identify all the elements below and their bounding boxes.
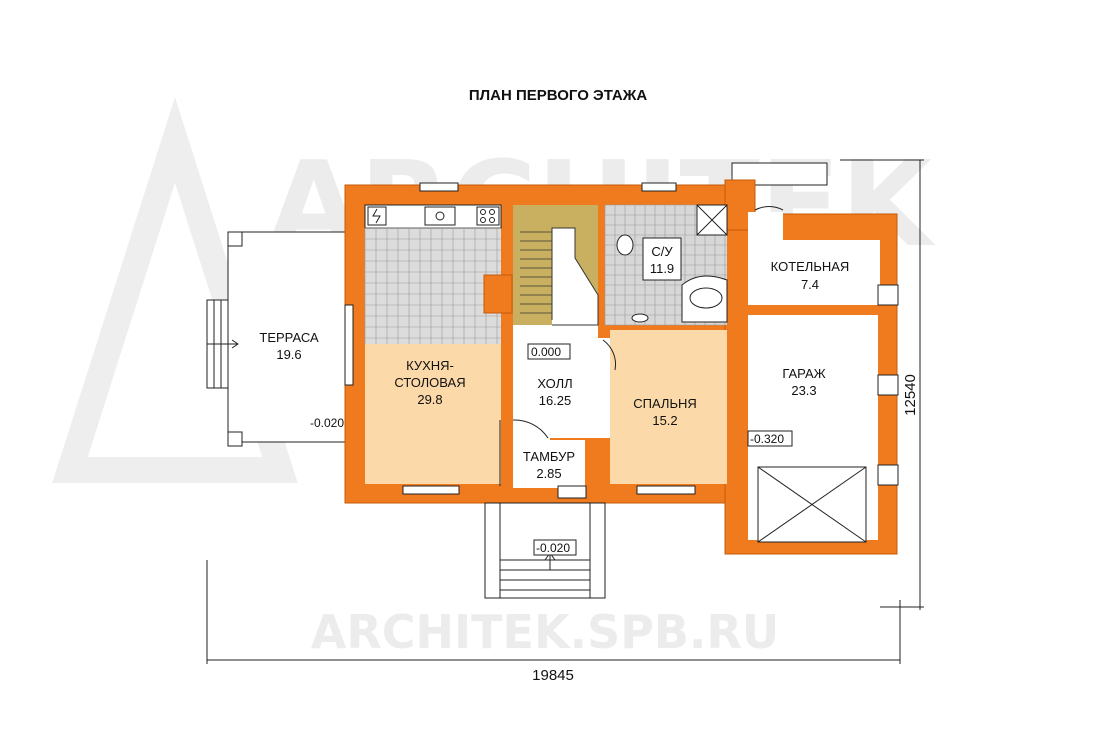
- level-hall: 0.000: [531, 345, 561, 359]
- boiler-chimney-box: [731, 162, 828, 186]
- level-box-entrance: [533, 539, 577, 556]
- terrace-floor: [227, 231, 349, 443]
- bathroom-name: С/У: [651, 244, 673, 259]
- bathroom-area: 11.9: [650, 261, 674, 276]
- boiler-name: КОТЕЛЬНАЯ: [771, 259, 850, 274]
- boiler-area: 7.4: [801, 277, 819, 292]
- terrace-post: [227, 431, 243, 447]
- kitchen-tiles: [365, 228, 501, 344]
- hall-area: 16.25: [539, 393, 572, 408]
- bedroom-name: СПАЛЬНЯ: [633, 396, 697, 411]
- garage-name: ГАРАЖ: [782, 366, 825, 381]
- kitchen-name-line2: СТОЛОВАЯ: [394, 375, 465, 390]
- bedroom-floor: [610, 330, 727, 484]
- vestibule-area: 2.85: [536, 466, 561, 481]
- level-marks: 0.000 -0.020 -0.020 -0.320: [310, 343, 793, 556]
- kitchen-floor: [365, 344, 501, 484]
- plan-title: ПЛАН ПЕРВОГО ЭТАЖА: [469, 87, 647, 104]
- level-garage: -0.320: [750, 432, 784, 446]
- terrace: [206, 231, 349, 447]
- terrace-post: [227, 231, 243, 247]
- windows: [344, 182, 899, 495]
- vestibule-floor: [513, 440, 585, 488]
- level-entrance: -0.020: [536, 541, 570, 555]
- garage-area: 23.3: [791, 383, 816, 398]
- bedroom-area: 15.2: [652, 413, 677, 428]
- kitchen-name-line1: КУХНЯ-: [406, 358, 454, 373]
- terrace-area: 19.6: [276, 347, 301, 362]
- room-labels: ТЕРРАСА 19.6 КУХНЯ- СТОЛОВАЯ 29.8 ХОЛЛ 1…: [259, 237, 850, 481]
- bathroom-label-box: [642, 237, 682, 281]
- level-box-hall: [527, 343, 571, 360]
- dimension-lines: [206, 159, 924, 664]
- vestibule-name: ТАМБУР: [523, 449, 575, 464]
- boiler-floor: [748, 212, 880, 305]
- stair-treads: [520, 227, 599, 326]
- terrace-name: ТЕРРАСА: [259, 330, 319, 345]
- kitchen-appliances: [367, 206, 500, 226]
- bathroom-fixtures: [616, 204, 728, 323]
- dimension-width: 19845: [532, 667, 574, 684]
- kitchen-grid: [364, 227, 501, 344]
- level-box-garage: [747, 430, 793, 447]
- kitchen-area: 29.8: [417, 392, 442, 407]
- dimension-depth: 12540: [902, 374, 919, 416]
- chimney: [483, 274, 513, 314]
- watermark-url: ARCHITEK.SPB.RU: [311, 605, 779, 659]
- hall-name: ХОЛЛ: [537, 376, 572, 391]
- level-terrace: -0.020: [310, 416, 344, 430]
